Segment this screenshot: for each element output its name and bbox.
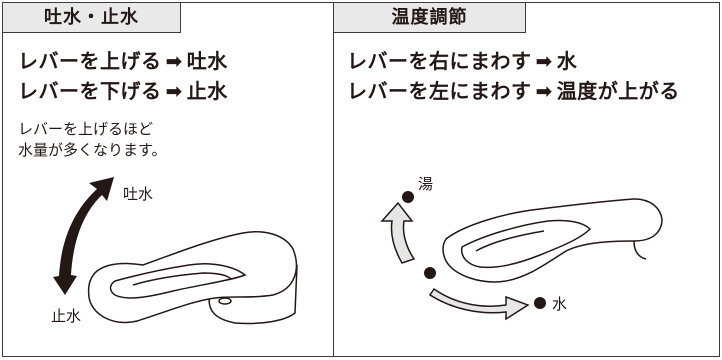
rotate-right-arrow-icon <box>428 287 530 321</box>
label-spout: 吐水 <box>123 185 154 203</box>
tab-spout-stop: 吐水・止水 <box>3 3 181 33</box>
tab-temperature: 温度調節 <box>334 3 526 33</box>
flow-note: レバーを上げるほど 水量が多くなります。 <box>18 119 167 161</box>
cold-marker-icon <box>534 297 546 309</box>
right-arrow-icon: ➡ <box>535 79 553 103</box>
rule-turn-right-result: 水 <box>556 49 578 73</box>
flow-note-line-2: 水量が多くなります。 <box>18 141 167 159</box>
rule-turn-left-action: レバーを左にまわす <box>347 79 532 103</box>
rule-lever-down-action: レバーを下げる <box>18 79 162 103</box>
lever-up-down-illustration <box>53 177 298 325</box>
rule-lever-down-result: 止水 <box>186 79 228 103</box>
right-arrow-icon: ➡ <box>165 49 183 73</box>
faucet-lever-icon <box>87 231 298 325</box>
faucet-lever-icon <box>442 198 663 283</box>
up-down-arrow-icon <box>53 177 114 295</box>
label-cold: 水 <box>552 295 568 313</box>
rule-turn-left-result: 温度が上がる <box>556 79 680 103</box>
rule-lever-down: レバーを下げる➡止水 <box>18 75 228 104</box>
rule-turn-left: レバーを左にまわす➡温度が上がる <box>347 75 680 104</box>
rule-turn-right-action: レバーを右にまわす <box>347 49 532 73</box>
rule-turn-right: レバーを右にまわす➡水 <box>347 45 577 74</box>
label-hot: 湯 <box>418 175 434 193</box>
flow-note-line-1: レバーを上げるほど <box>18 120 154 138</box>
lever-pivot-icon <box>424 267 436 279</box>
label-stop: 止水 <box>51 307 82 325</box>
hot-marker-icon <box>402 191 414 203</box>
rotate-left-arrow-icon <box>380 201 416 264</box>
right-arrow-icon: ➡ <box>165 79 183 103</box>
lever-rotate-illustration <box>380 191 663 321</box>
panel-temperature: 温度調節 レバーを右にまわす➡水 レバーを左にまわす➡温度が上がる 湯 水 <box>334 2 720 357</box>
rule-lever-up: レバーを上げる➡吐水 <box>18 45 228 74</box>
rule-lever-up-action: レバーを上げる <box>18 49 162 73</box>
panel-spout-stop: 吐水・止水 レバーを上げる➡吐水 レバーを下げる➡止水 レバーを上げるほど 水量… <box>2 2 334 357</box>
right-arrow-icon: ➡ <box>535 49 553 73</box>
rule-lever-up-result: 吐水 <box>186 49 228 73</box>
